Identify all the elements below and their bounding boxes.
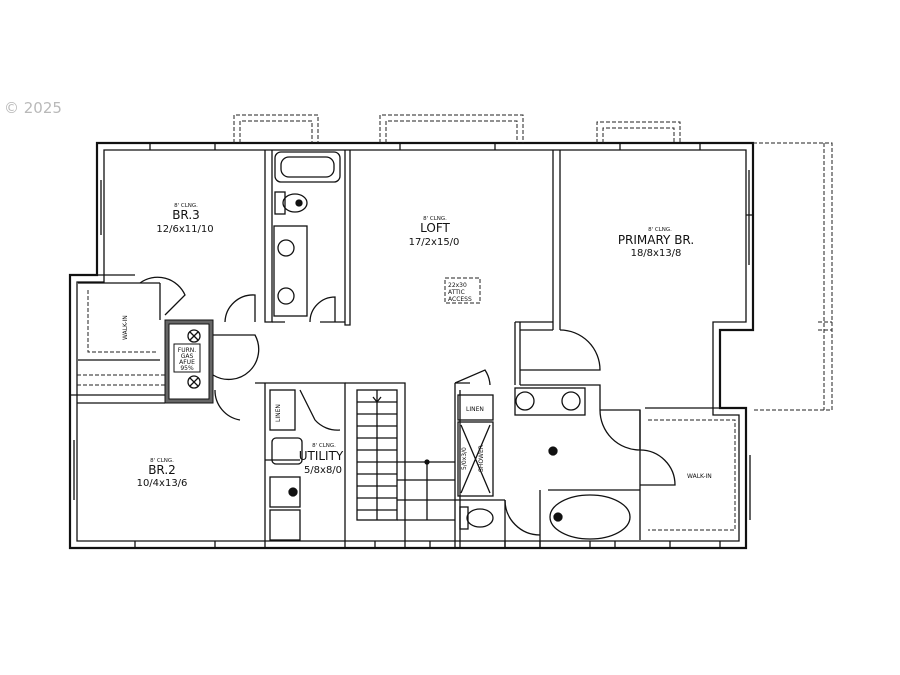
furnace-line-1: FURN. [178, 347, 197, 354]
walk-in-closet-left [77, 282, 165, 386]
shower-label: SHOWER [478, 445, 485, 472]
windows [69, 143, 753, 548]
shower-size-label: 5/0x3/0 [461, 447, 468, 470]
walkin-left-label: WALK-IN [122, 315, 129, 340]
linen-utility-label: LINEN [275, 404, 282, 422]
br2-dims: 10/4x13/6 [137, 478, 188, 489]
attic-line-1: 22x30 [448, 282, 467, 289]
loft-dims: 17/2x15/0 [409, 237, 460, 248]
copyright-watermark: © 2025 [4, 99, 62, 117]
br3-dims: 12/6x11/10 [156, 224, 213, 235]
br3-ceiling: 8' CLNG. [174, 203, 198, 209]
primary-name: PRIMARY BR. [618, 233, 694, 247]
loft-name: LOFT [420, 221, 450, 235]
walkin-right-label: WALK-IN [687, 473, 712, 480]
primary-ceiling: 8' CLNG. [648, 227, 672, 233]
furnace-line-2: GAS [181, 353, 194, 360]
utility-name: UTILITY [299, 449, 344, 463]
furnace-line-3: AFUE [179, 359, 195, 366]
primary-dims: 18/8x13/8 [631, 248, 682, 259]
br3-name: BR.3 [172, 208, 200, 222]
staircase [356, 389, 455, 521]
attic-line-2: ATTIC [448, 289, 465, 296]
attic-line-3: ACCESS [448, 296, 472, 303]
linen-bath-label: LINEN [466, 406, 484, 413]
utility-dims: 5/8x8/0 [304, 465, 342, 476]
doors [139, 276, 676, 536]
br2-ceiling: 8' CLNG. [150, 458, 174, 464]
walk-in-closet-right [648, 419, 736, 531]
plumbing-fixtures [269, 151, 631, 541]
furnace-closet [164, 319, 214, 404]
utility-ceiling: 8' CLNG. [312, 443, 336, 449]
br2-name: BR.2 [148, 463, 176, 477]
loft-ceiling: 8' CLNG. [423, 216, 447, 222]
bump-outs [233, 114, 833, 411]
furnace-line-4: 95% [180, 365, 194, 372]
